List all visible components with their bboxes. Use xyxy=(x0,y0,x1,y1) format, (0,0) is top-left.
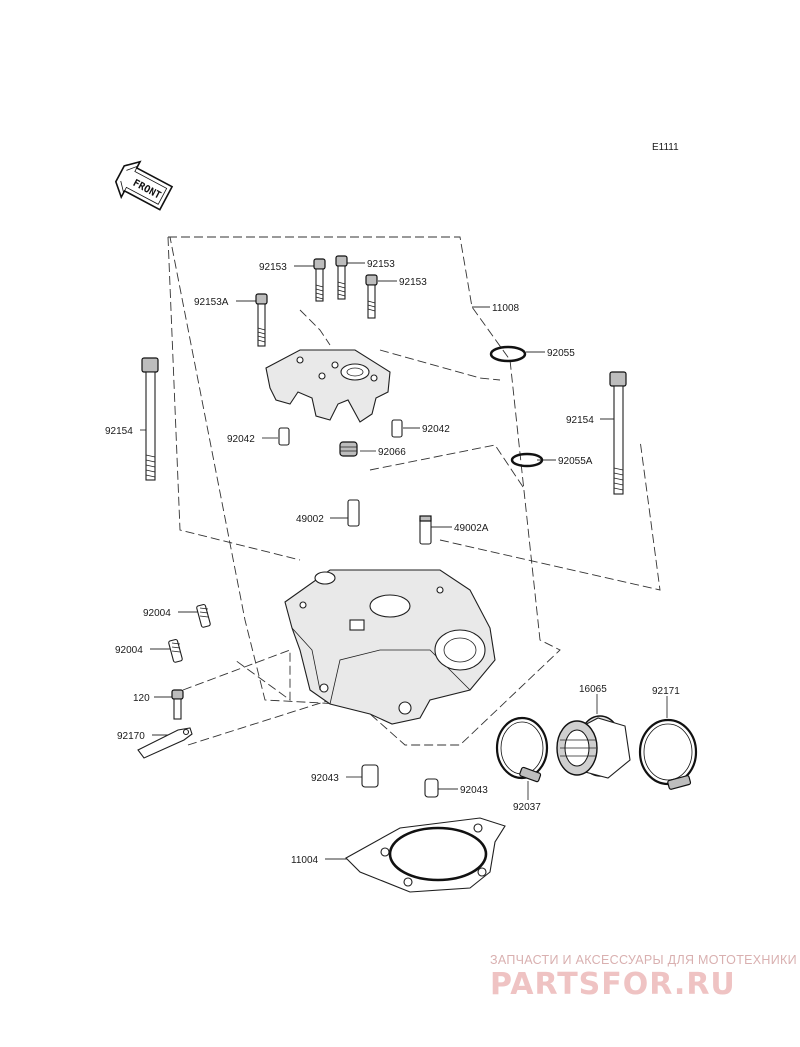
stud-92004-b xyxy=(168,638,183,663)
clamp-band-92037 xyxy=(495,716,549,783)
clamp-92170 xyxy=(137,727,193,759)
dowel-pin-92042-left xyxy=(278,427,290,446)
label-49002A: 49002A xyxy=(454,523,489,534)
stud-bolt-92154-left xyxy=(141,357,159,481)
part-labels: 92153 92153 92153 92153A 11008 92055 921… xyxy=(105,259,680,866)
stud-bolt-92154-right xyxy=(609,371,627,495)
camshaft-cap-holder xyxy=(265,349,391,423)
valve-guide-49002 xyxy=(347,499,360,527)
bolt-120 xyxy=(171,689,184,720)
valve-guide-49002A xyxy=(419,515,432,545)
assembly-outline-11008 xyxy=(167,236,661,746)
label-120: 120 xyxy=(133,693,150,704)
label-92037: 92037 xyxy=(513,802,541,813)
o-ring-92055A xyxy=(510,452,544,468)
label-11004: 11004 xyxy=(291,855,319,866)
bolt-92153A xyxy=(255,293,268,347)
o-ring-92055 xyxy=(489,345,527,363)
label-92154-right: 92154 xyxy=(566,415,594,426)
label-92043-left: 92043 xyxy=(311,773,339,784)
label-92170: 92170 xyxy=(117,731,145,742)
label-92153-c: 92153 xyxy=(399,277,427,288)
clamp-band-92171 xyxy=(638,718,698,790)
label-92004-b: 92004 xyxy=(115,645,143,656)
label-92153-a: 92153 xyxy=(259,262,287,273)
label-92153A: 92153A xyxy=(194,297,229,308)
plug-92066 xyxy=(339,441,358,457)
label-92055A: 92055A xyxy=(558,456,593,467)
label-92004-a: 92004 xyxy=(143,608,171,619)
label-49002: 49002 xyxy=(296,514,324,525)
bolt-92153-a xyxy=(313,258,326,302)
label-92042-left: 92042 xyxy=(227,434,255,445)
label-16065: 16065 xyxy=(579,684,607,695)
carburetor-holder-16065 xyxy=(556,715,631,779)
bolt-92153-c xyxy=(365,274,378,319)
label-92055: 92055 xyxy=(547,348,575,359)
dowel-pin-92043-left xyxy=(361,764,379,788)
label-92171: 92171 xyxy=(652,686,680,697)
label-92043-right: 92043 xyxy=(460,785,488,796)
stud-92004-a xyxy=(196,603,211,628)
watermark-brand: PARTSFOR.RU xyxy=(490,967,736,1002)
bolt-92153-b xyxy=(335,255,348,300)
cylinder-head xyxy=(284,569,496,725)
watermark: ЗАПЧАСТИ И АКСЕССУАРЫ ДЛЯ МОТОТЕХНИКИ PA… xyxy=(490,953,797,1002)
head-gasket-11004 xyxy=(345,817,506,893)
watermark-tagline: ЗАПЧАСТИ И АКСЕССУАРЫ ДЛЯ МОТОТЕХНИКИ xyxy=(490,953,797,967)
label-92066: 92066 xyxy=(378,447,406,458)
diagram-code: E1111 xyxy=(652,142,679,153)
dowel-pin-92043-right xyxy=(424,778,439,798)
label-92042-right: 92042 xyxy=(422,424,450,435)
front-arrow-icon: FRONT xyxy=(114,160,174,211)
label-92154-left: 92154 xyxy=(105,426,133,437)
dowel-pin-92042-right xyxy=(391,419,403,438)
label-11008: 11008 xyxy=(492,303,520,314)
label-92153-b: 92153 xyxy=(367,259,395,270)
